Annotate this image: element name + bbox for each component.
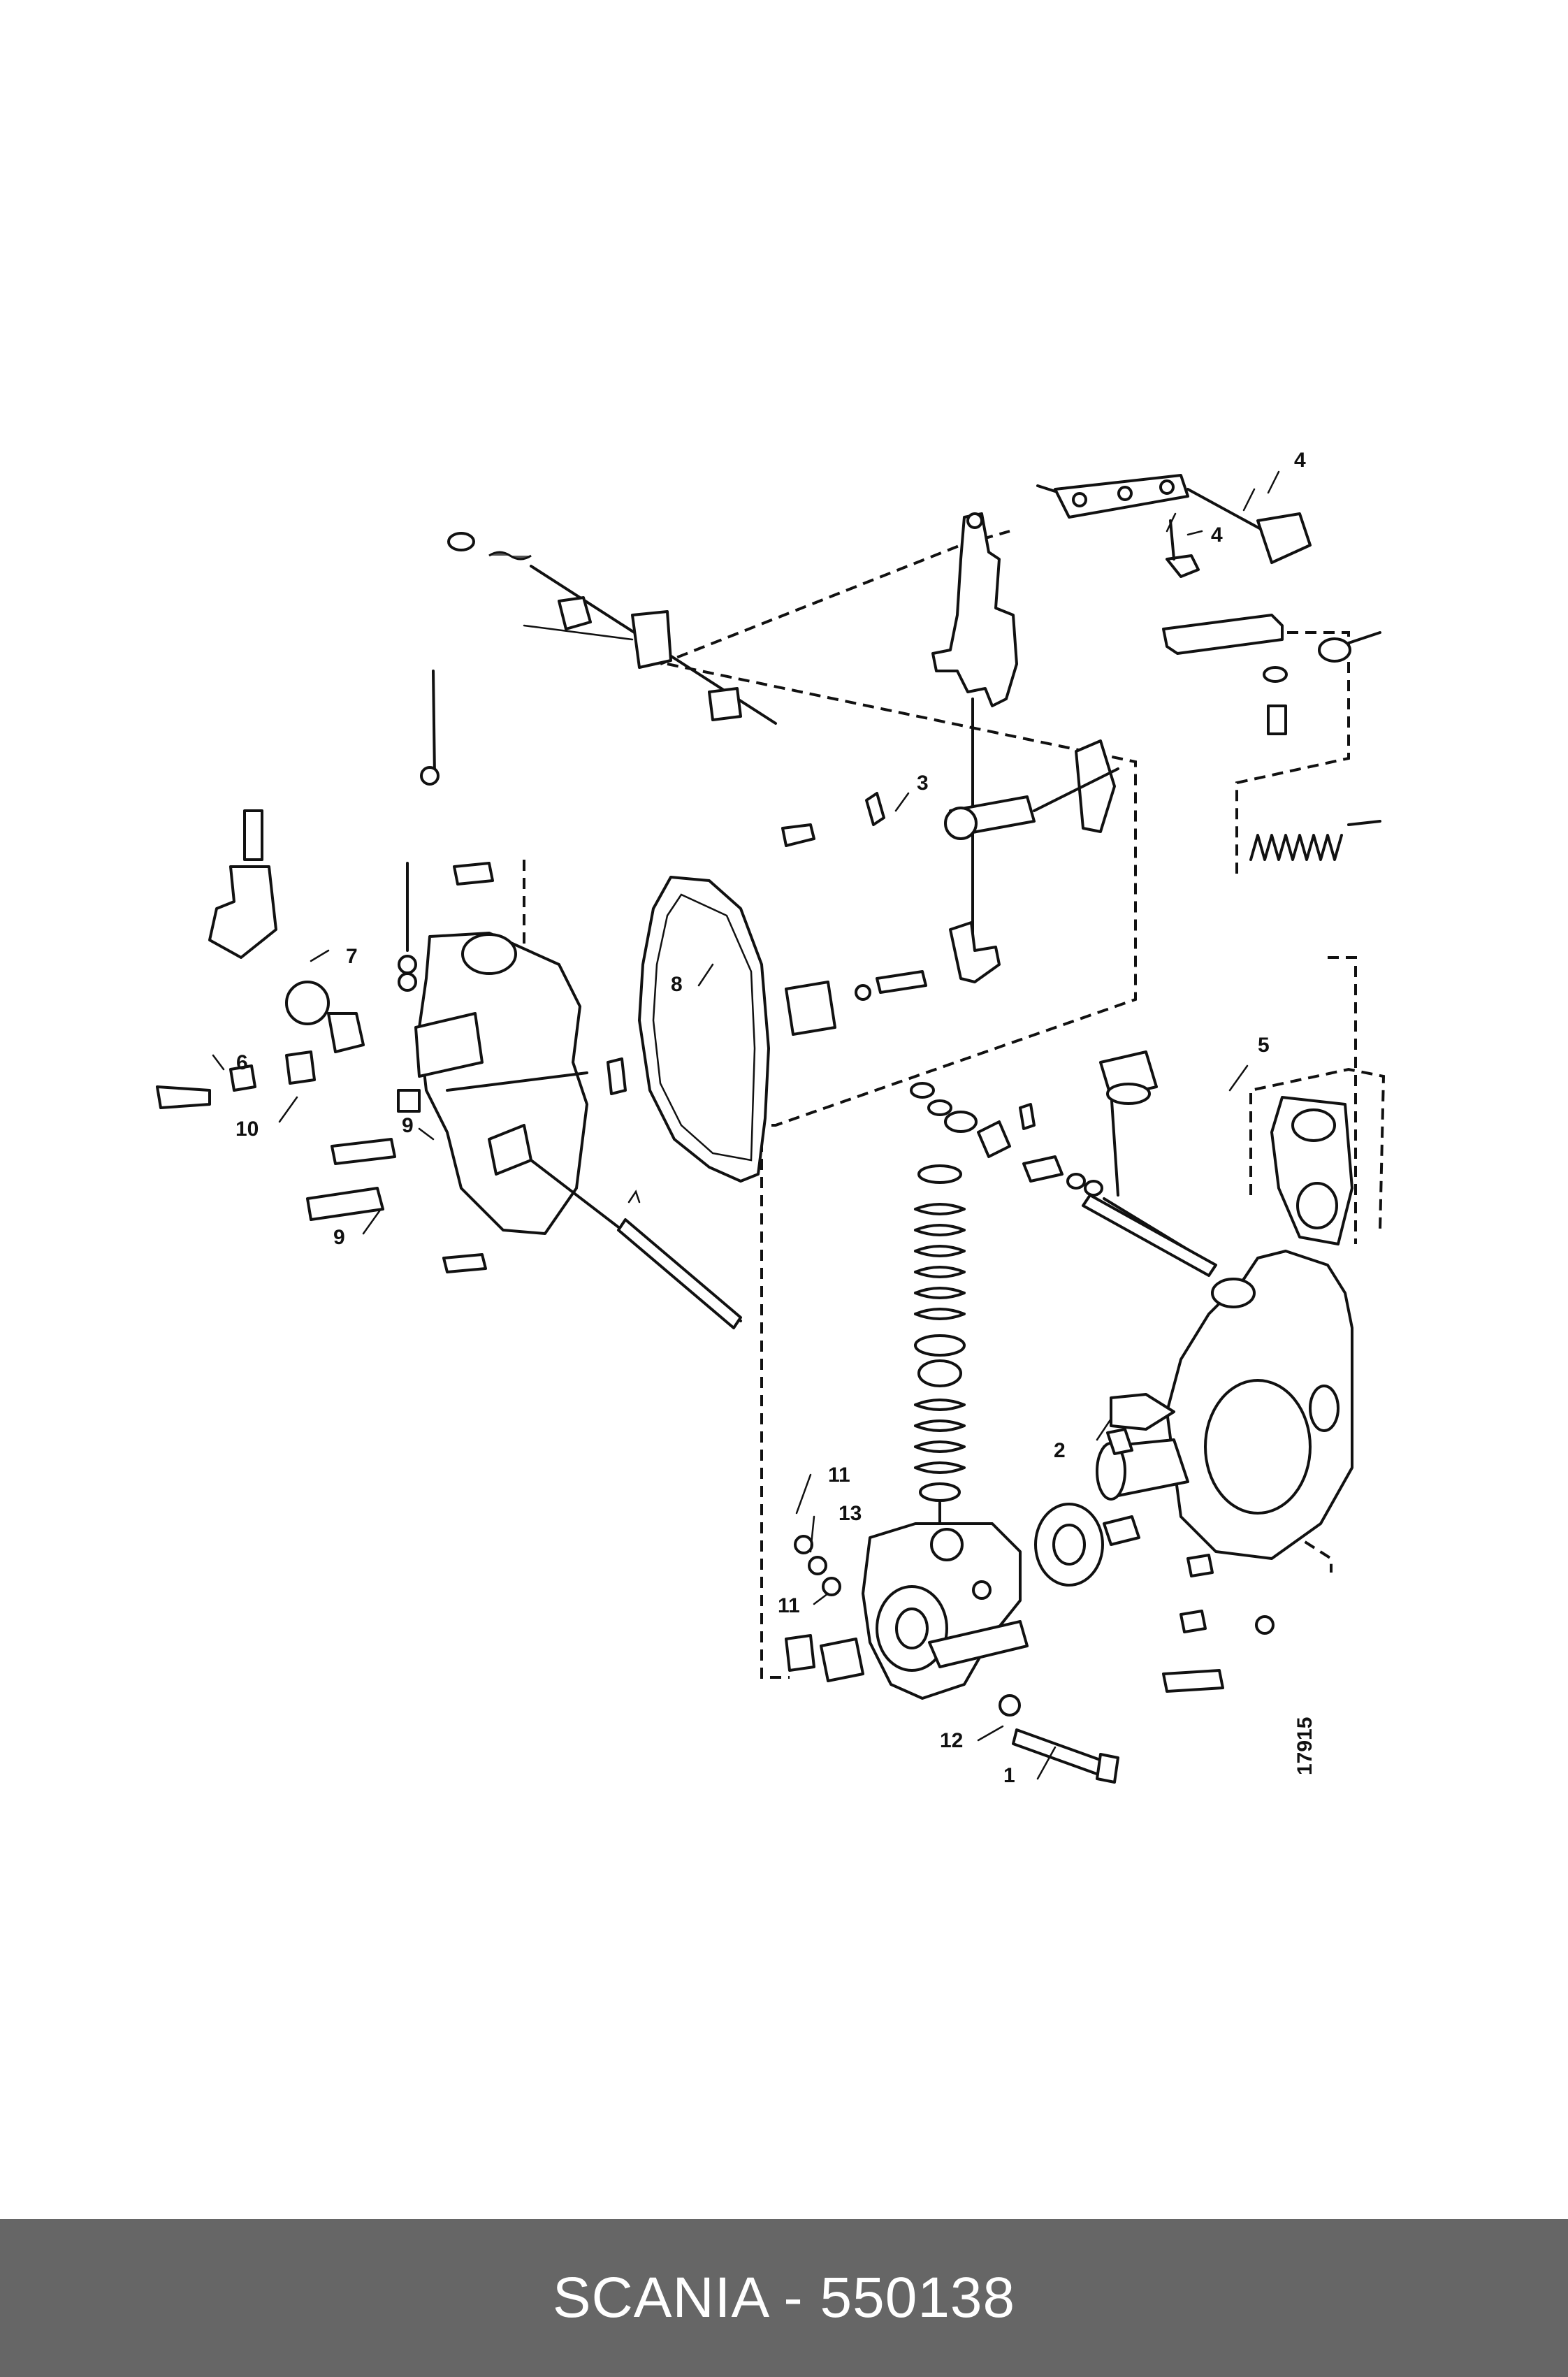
callout-9-upper: 9 — [402, 1114, 414, 1137]
drive-shaft-assembly — [1034, 1428, 1275, 1693]
governor-housing — [414, 932, 742, 1329]
assembly-guide-lines — [523, 530, 1386, 1679]
governor-lever-assembly — [931, 512, 1018, 983]
control-rod-assembly — [977, 1089, 1217, 1277]
cover-gasket — [638, 876, 770, 1183]
drawing-reference-number: 17915 — [1293, 1717, 1316, 1775]
callout-1: 1 — [1003, 1764, 1015, 1787]
callout-4-top: 4 — [1294, 449, 1306, 472]
callout-5: 5 — [1258, 1034, 1270, 1057]
control-shaft-assembly — [781, 739, 1119, 847]
callout-7: 7 — [346, 945, 358, 968]
callout-12: 12 — [940, 1729, 963, 1752]
callout-13: 13 — [839, 1502, 862, 1525]
valve-spring-stack — [910, 1082, 978, 1546]
link-bracket-assembly — [1036, 474, 1312, 578]
callout-2: 2 — [1054, 1439, 1066, 1462]
return-spring-assembly — [1162, 614, 1381, 861]
callout-4-mid: 4 — [1211, 523, 1223, 547]
callout-6: 6 — [236, 1051, 248, 1074]
callout-10: 10 — [235, 1118, 259, 1141]
callout-9-lower: 9 — [333, 1226, 345, 1249]
distributor-head — [785, 1522, 1119, 1784]
footer-bar: SCANIA - 550138 — [0, 2219, 1568, 2377]
callout-labels: 1 2 3 4 4 5 6 7 8 9 9 10 11 11 12 13 — [235, 449, 1306, 1787]
pump-housing — [1099, 1050, 1353, 1560]
callout-11-upper: 11 — [828, 1464, 850, 1487]
callout-11-lower: 11 — [778, 1594, 800, 1617]
left-fastener-parts — [156, 670, 494, 1273]
callout-3: 3 — [917, 772, 929, 795]
exploded-parts-diagram: 1 2 3 4 4 5 6 7 8 9 9 10 11 11 12 13 179… — [156, 449, 1386, 1787]
footer-caption: SCANIA - 550138 — [552, 2266, 1016, 2329]
callout-leader-lines — [212, 470, 1280, 1780]
mid-linkage-parts — [785, 970, 927, 1036]
callout-8: 8 — [671, 973, 683, 996]
stop-lever-bracket — [447, 532, 777, 725]
